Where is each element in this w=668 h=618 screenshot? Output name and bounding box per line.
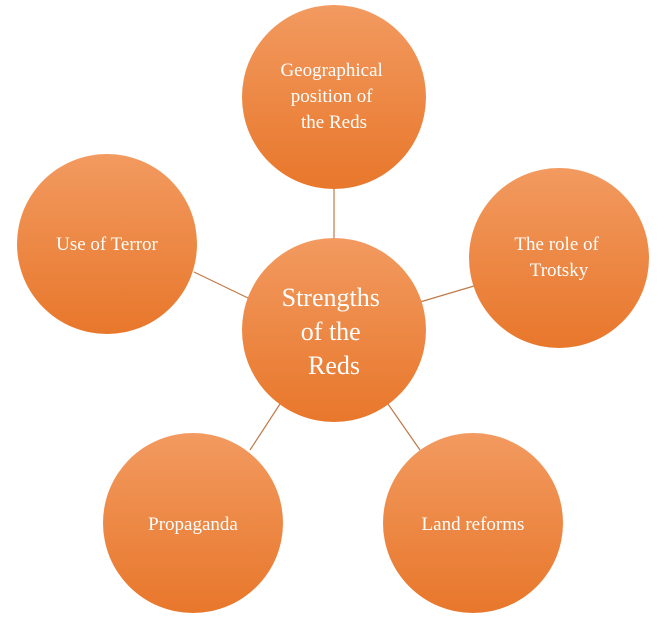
node-trotsky-label: The role of Trotsky [514, 234, 603, 281]
center-node: Strengths of the Reds [242, 238, 426, 422]
node-terror-line-1: Use of Terror [56, 234, 158, 255]
connector-land [387, 403, 421, 451]
node-terror-label: Use of Terror [56, 234, 158, 255]
node-geography-line-3: the Reds [301, 112, 367, 133]
node-land-line-1: Land reforms [422, 514, 525, 535]
center-line-1: Strengths [282, 283, 380, 312]
node-geography-line-1: Geographical [280, 60, 382, 81]
connector-propaganda [249, 403, 281, 451]
node-geography-line-2: position of [291, 86, 373, 107]
node-propaganda-label: Propaganda [148, 514, 238, 535]
center-line-3: Reds [308, 351, 360, 380]
node-trotsky-line-1: The role of [514, 234, 599, 255]
node-trotsky-line-2: Trotsky [530, 260, 589, 281]
connectors [193, 188, 475, 451]
center-node-label: Strengths of the Reds [282, 283, 387, 380]
node-land-label: Land reforms [422, 514, 525, 535]
connector-terror [193, 271, 249, 299]
center-line-2: of the [301, 317, 361, 346]
node-geography-label: Geographical position of the Reds [280, 60, 387, 133]
node-terror: Use of Terror [17, 154, 197, 334]
connector-trotsky [419, 285, 475, 303]
node-trotsky: The role of Trotsky [469, 168, 649, 348]
node-geography: Geographical position of the Reds [242, 5, 426, 189]
node-propaganda-line-1: Propaganda [148, 514, 238, 535]
node-land-reforms: Land reforms [383, 433, 563, 613]
node-propaganda: Propaganda [103, 433, 283, 613]
